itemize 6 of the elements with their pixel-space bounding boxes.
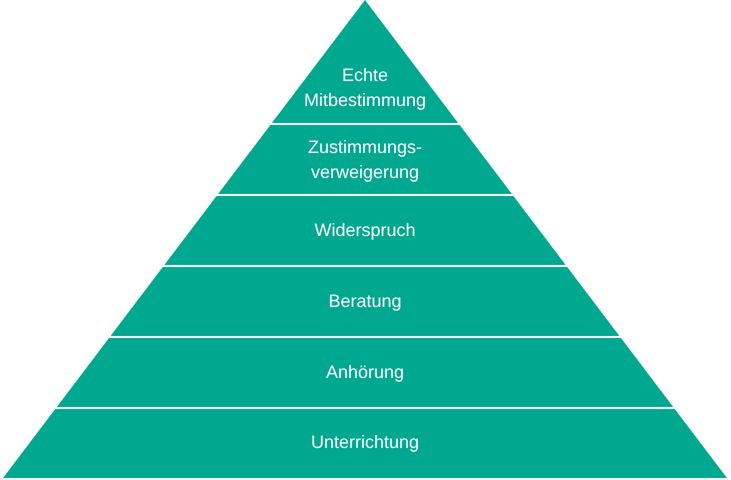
level-label: Echte Mitbestimmung <box>302 64 427 112</box>
level-label: Zustimmungs-verweigerung <box>306 136 423 184</box>
level-label: Widerspruch <box>313 218 416 242</box>
level-label: Anhörung <box>324 360 406 384</box>
level-label: Unterrichtung <box>310 430 420 454</box>
level-label: Beratung <box>327 290 403 313</box>
